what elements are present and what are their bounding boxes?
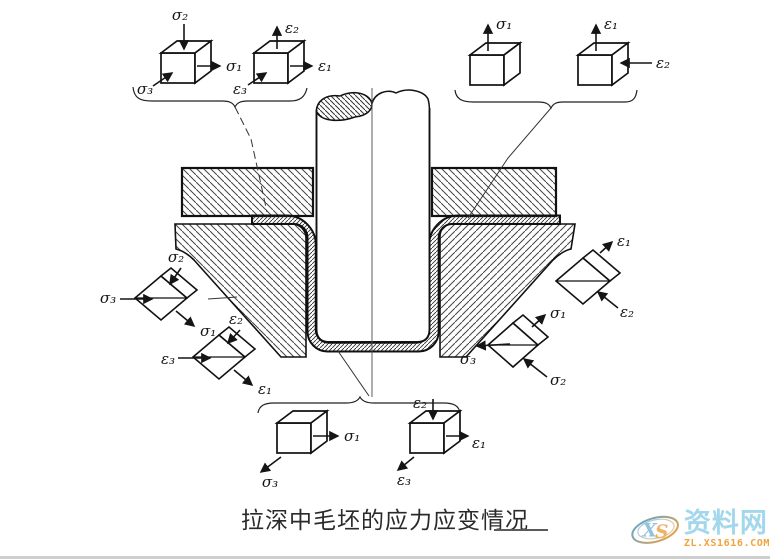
label-tl-sigma1: σ₁	[226, 57, 242, 75]
strain-cube-bottom: ε₂ ε₁ ε₃	[396, 394, 486, 489]
label-tl-sigma2: σ₂	[172, 6, 188, 24]
group-bottom: σ₁ σ₃ ε₂ ε₁ ε₃	[259, 394, 486, 491]
stress-cube-mid-left: σ₃ σ₂ σ₁	[100, 248, 216, 340]
label-ml-eps1: ε₁	[258, 380, 272, 398]
watermark-site-name: 资料网	[683, 507, 768, 538]
blank-holder-left	[180, 166, 315, 218]
punch	[315, 108, 431, 343]
label-ml-sigma1: σ₁	[200, 322, 216, 340]
blank-holder-right	[430, 166, 558, 218]
label-tr-sigma1: σ₁	[496, 15, 512, 33]
label-ml-sigma2: σ₂	[168, 248, 184, 266]
stress-cube-bottom: σ₁ σ₃	[259, 409, 360, 491]
label-mr-eps1: ε₁	[617, 232, 631, 250]
label-b-sigma3: σ₃	[262, 473, 278, 491]
strain-cube-top-left: ε₂ ε₁ ε₃	[233, 19, 332, 98]
label-tl-sigma3: σ₃	[137, 80, 153, 98]
brace-bottom	[257, 395, 461, 414]
label-ml-sigma3: σ₃	[100, 289, 116, 307]
label-tl-eps1: ε₁	[318, 57, 332, 75]
leader-top-right	[467, 107, 552, 219]
label-mr-eps2: ε₂	[620, 303, 634, 321]
deep-drawing-diagram: σ₂ σ₁ σ₃ ε₂ ε₁ ε₃ σ₁	[100, 6, 670, 491]
group-top-right: σ₁ ε₁ ε₂	[467, 15, 670, 87]
label-tr-eps1: ε₁	[604, 15, 618, 33]
label-mr-sigma1: σ₁	[550, 304, 566, 322]
label-ml-eps2: ε₂	[229, 310, 243, 328]
brace-top-right	[454, 89, 638, 110]
stress-cube-mid-right: σ₁ σ₃ σ₂	[460, 304, 566, 389]
xs-logo-icon: X S	[631, 515, 679, 544]
strain-cube-top-right: ε₁ ε₂	[575, 15, 670, 87]
svg-text:X: X	[642, 521, 658, 542]
group-mid-left: σ₃ σ₂ σ₁ ε₃ ε₂ ε₁	[100, 248, 272, 398]
stress-cube-top-left: σ₂ σ₁ σ₃	[137, 6, 242, 98]
label-tl-eps2: ε₂	[285, 19, 299, 37]
svg-text:S: S	[655, 522, 668, 543]
label-tr-eps2: ε₂	[656, 54, 670, 72]
window-bottom-edge	[0, 556, 770, 559]
strain-cube-mid-left: ε₃ ε₂ ε₁	[161, 310, 272, 398]
label-b-sigma1: σ₁	[344, 427, 360, 445]
group-mid-right: ε₁ ε₂ σ₁ σ₃ σ₂	[460, 232, 634, 389]
brace-top-left	[132, 86, 308, 109]
label-tl-eps3: ε₃	[233, 80, 247, 98]
punch-break-hump	[371, 89, 431, 111]
leader-bottom	[337, 350, 370, 397]
watermark: X S 资料网 ZL.XS1616.COM	[630, 504, 770, 554]
label-b-eps3: ε₃	[397, 471, 411, 489]
leader-top-left	[234, 106, 268, 213]
label-mr-sigma3: σ₃	[460, 350, 476, 368]
label-ml-eps3: ε₃	[161, 350, 175, 368]
group-top-left: σ₂ σ₁ σ₃ ε₂ ε₁ ε₃	[137, 6, 332, 98]
caption-underline	[494, 529, 548, 531]
label-b-eps2: ε₂	[413, 394, 427, 412]
label-mr-sigma2: σ₂	[550, 371, 566, 389]
label-b-eps1: ε₁	[472, 434, 486, 452]
strain-cube-mid-right: ε₁ ε₂	[554, 232, 634, 321]
leader-mid-left	[207, 296, 238, 300]
stress-cube-top-right: σ₁	[467, 15, 523, 87]
watermark-site-url: ZL.XS1616.COM	[683, 537, 770, 549]
figure-caption: 拉深中毛坯的应力应变情况	[241, 508, 529, 533]
